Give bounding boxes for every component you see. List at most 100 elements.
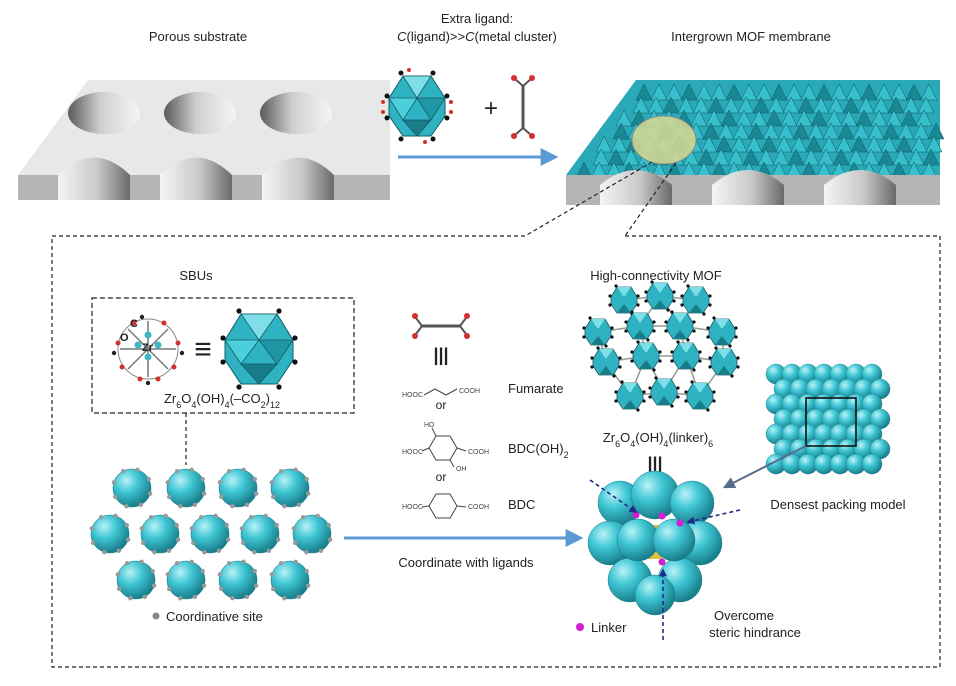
or-label-2: or bbox=[436, 470, 447, 484]
sbu-sphere bbox=[217, 559, 259, 601]
membrane-crystal bbox=[810, 109, 828, 127]
zoom-connector-left bbox=[524, 161, 653, 237]
bdc-oh2-label: BDC(OH)2 bbox=[508, 441, 569, 460]
membrane-crystal bbox=[680, 83, 698, 101]
extra-ligand-ratio: C(ligand)>>C(metal cluster) bbox=[397, 29, 557, 44]
membrane-crystal bbox=[610, 135, 628, 153]
membrane-crystal bbox=[707, 96, 725, 114]
fumarate-label: Fumarate bbox=[508, 381, 564, 396]
membrane-crystal bbox=[917, 96, 935, 114]
mof-cluster-node bbox=[708, 346, 740, 378]
membrane-crystal bbox=[845, 83, 863, 101]
sbu-sphere bbox=[269, 559, 311, 601]
steric-label-line1: Overcome bbox=[714, 608, 774, 623]
membrane-crystal bbox=[837, 122, 855, 140]
coordinate-label: Coordinate with ligands bbox=[398, 555, 534, 570]
packing-sphere bbox=[861, 453, 883, 475]
membrane-crystal bbox=[895, 135, 913, 153]
packing-zoom-box bbox=[805, 397, 857, 447]
membrane-crystal bbox=[760, 135, 778, 153]
membrane-crystal bbox=[885, 109, 903, 127]
membrane-crystal bbox=[842, 96, 860, 114]
zoom-connector-right bbox=[624, 162, 677, 237]
plus-sign: + bbox=[484, 95, 498, 122]
coordinative-site-label: Coordinative site bbox=[166, 609, 263, 624]
membrane-crystal bbox=[905, 83, 923, 101]
atom-label-c: C bbox=[130, 318, 138, 330]
linker-stick-icon bbox=[412, 313, 470, 339]
atom-label-o: O bbox=[120, 332, 129, 344]
membrane-crystal bbox=[882, 122, 900, 140]
mof-cluster-node bbox=[648, 376, 680, 408]
mof-title: High-connectivity MOF bbox=[590, 268, 722, 283]
membrane-crystal bbox=[830, 83, 848, 101]
membrane-crystal bbox=[850, 135, 868, 153]
membrane-crystal bbox=[712, 148, 730, 166]
membrane-crystal bbox=[770, 83, 788, 101]
membrane-crystal bbox=[677, 96, 695, 114]
membrane-crystal bbox=[927, 122, 945, 140]
membrane-crystal bbox=[902, 96, 920, 114]
coordinative-site-icon bbox=[152, 612, 160, 620]
membrane-crystal bbox=[817, 148, 835, 166]
membrane-crystal bbox=[705, 109, 723, 127]
mof-cluster-node bbox=[670, 340, 702, 372]
sbu-ball-stick-structure: C O Zr bbox=[111, 314, 185, 386]
membrane-crystal bbox=[780, 109, 798, 127]
sbu-sphere bbox=[269, 467, 311, 509]
membrane-crystal bbox=[690, 109, 708, 127]
densest-label: Densest packing model bbox=[770, 497, 905, 512]
membrane-crystal bbox=[752, 96, 770, 114]
membrane-crystal bbox=[910, 135, 928, 153]
sbu-sphere bbox=[165, 467, 207, 509]
membrane-label: Intergrown MOF membrane bbox=[671, 29, 831, 44]
membrane-crystal bbox=[877, 148, 895, 166]
membrane-crystal bbox=[775, 135, 793, 153]
mof-cluster-node bbox=[684, 380, 716, 412]
membrane-crystal bbox=[777, 122, 795, 140]
bdc-oh2-structure: HO HOOC COOH OH bbox=[402, 422, 489, 473]
membrane-crystal bbox=[832, 148, 850, 166]
membrane-crystal bbox=[795, 109, 813, 127]
membrane-crystal bbox=[737, 96, 755, 114]
ligand-equiv-sign: ||| bbox=[433, 345, 448, 365]
membrane-crystal bbox=[740, 83, 758, 101]
packed-sphere-cluster bbox=[587, 470, 723, 616]
svg-text:HO: HO bbox=[424, 422, 435, 429]
sbu-sphere bbox=[165, 559, 207, 601]
membrane-crystal bbox=[840, 109, 858, 127]
sbu-sphere bbox=[291, 513, 333, 555]
membrane-crystal bbox=[715, 135, 733, 153]
membrane-crystal bbox=[755, 83, 773, 101]
membrane-crystal bbox=[745, 135, 763, 153]
membrane-crystal bbox=[725, 83, 743, 101]
membrane-crystal bbox=[735, 109, 753, 127]
membrane-crystal bbox=[665, 83, 683, 101]
membrane-crystal bbox=[615, 109, 633, 127]
membrane-crystal bbox=[865, 135, 883, 153]
packing-pointer-arrow bbox=[722, 445, 807, 489]
membrane-crystal bbox=[925, 135, 943, 153]
membrane-crystal bbox=[862, 148, 880, 166]
sbu-sphere bbox=[89, 513, 131, 555]
membrane-crystal bbox=[592, 148, 610, 166]
sbu-equiv-sign: ≡ bbox=[194, 333, 212, 366]
membrane-crystal bbox=[635, 83, 653, 101]
membrane-crystal bbox=[890, 83, 908, 101]
membrane-crystal bbox=[720, 109, 738, 127]
membrane-crystal bbox=[860, 83, 878, 101]
membrane-crystal bbox=[772, 148, 790, 166]
membrane-crystal bbox=[855, 109, 873, 127]
svg-text:OH: OH bbox=[456, 466, 467, 473]
mof-membrane bbox=[566, 80, 945, 205]
membrane-crystal bbox=[695, 83, 713, 101]
svg-text:COOH: COOH bbox=[468, 449, 489, 456]
metal-cluster-icon bbox=[381, 68, 453, 144]
mof-cluster-node bbox=[624, 310, 656, 342]
membrane-crystal bbox=[920, 83, 938, 101]
linker-molecule-icon bbox=[511, 75, 535, 139]
porous-substrate bbox=[18, 80, 390, 200]
svg-text:HOOC: HOOC bbox=[402, 392, 423, 399]
membrane-crystal bbox=[857, 96, 875, 114]
extra-ligand-title: Extra ligand: bbox=[441, 11, 513, 26]
